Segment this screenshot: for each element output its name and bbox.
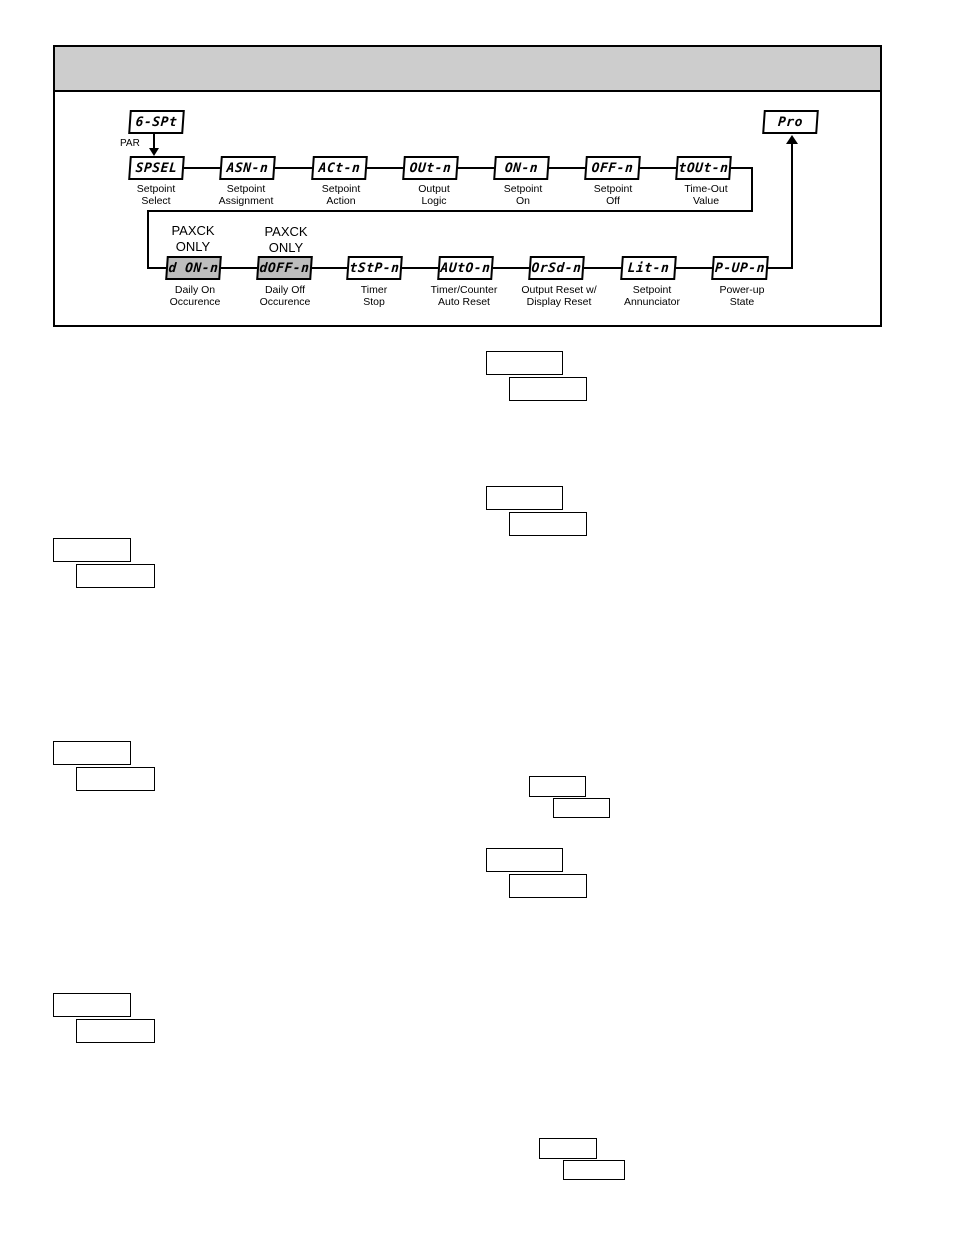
connector-line <box>493 267 529 269</box>
connector-line <box>312 267 348 269</box>
connector-line <box>147 210 753 212</box>
parameter-value-box <box>76 767 155 791</box>
display-orsd: OrSd-n <box>528 256 585 280</box>
display-daily-on: d ON-n <box>165 256 222 280</box>
display-auto: AUtO-n <box>437 256 494 280</box>
parameter-display-box <box>529 776 586 797</box>
parameter-display-box <box>53 993 131 1017</box>
caption-output-reset: Output Reset w/Display Reset <box>521 284 597 308</box>
connector-line <box>147 210 149 269</box>
display-tstp: tStP-n <box>346 256 403 280</box>
display-daily-off: dOFF-n <box>256 256 313 280</box>
parameter-display-box <box>53 538 131 562</box>
parameter-display-box <box>486 351 563 375</box>
parameter-value-box <box>76 564 155 588</box>
display-p-up: P-UP-n <box>711 256 769 280</box>
connector-line <box>731 167 753 169</box>
display-tout: tOUt-n <box>675 156 732 180</box>
connector-line <box>184 167 220 169</box>
parameter-display-box <box>486 486 563 510</box>
parameter-value-box <box>509 874 587 898</box>
display-out: OUt-n <box>402 156 459 180</box>
connector-line <box>367 167 403 169</box>
parameter-display-box <box>539 1138 597 1159</box>
parameter-value-box <box>509 377 587 401</box>
connector-line <box>147 267 167 269</box>
parameter-value-box <box>76 1019 155 1043</box>
down-arrow-icon <box>149 134 159 156</box>
connector-line <box>676 267 712 269</box>
display-lit: Lit-n <box>620 256 677 280</box>
connector-line <box>549 167 585 169</box>
display-pro: Pro <box>762 110 819 134</box>
parameter-value-box <box>553 798 610 818</box>
display-act: ACt-n <box>311 156 368 180</box>
parameter-display-box <box>486 848 563 872</box>
parameter-value-box <box>563 1160 625 1180</box>
display-asn: ASN-n <box>219 156 276 180</box>
connector-line <box>275 167 312 169</box>
connector-line <box>402 267 438 269</box>
par-key-label: PAR <box>120 138 140 149</box>
connector-line <box>791 142 793 269</box>
connector-line <box>751 167 753 212</box>
up-arrow-icon <box>786 135 798 144</box>
connector-line <box>768 267 793 269</box>
parameter-value-box <box>509 512 587 536</box>
connector-line <box>584 267 621 269</box>
setpoint-menu-flowchart <box>53 45 882 327</box>
parameter-display-box <box>53 741 131 765</box>
section-header-bar <box>55 47 880 92</box>
display-on: ON-n <box>493 156 550 180</box>
connector-line <box>221 267 258 269</box>
connector-line <box>640 167 676 169</box>
display-spsel: SPSEL <box>128 156 185 180</box>
display-6-spt: 6-SPt <box>128 110 185 134</box>
display-off: OFF-n <box>584 156 641 180</box>
connector-line <box>458 167 494 169</box>
